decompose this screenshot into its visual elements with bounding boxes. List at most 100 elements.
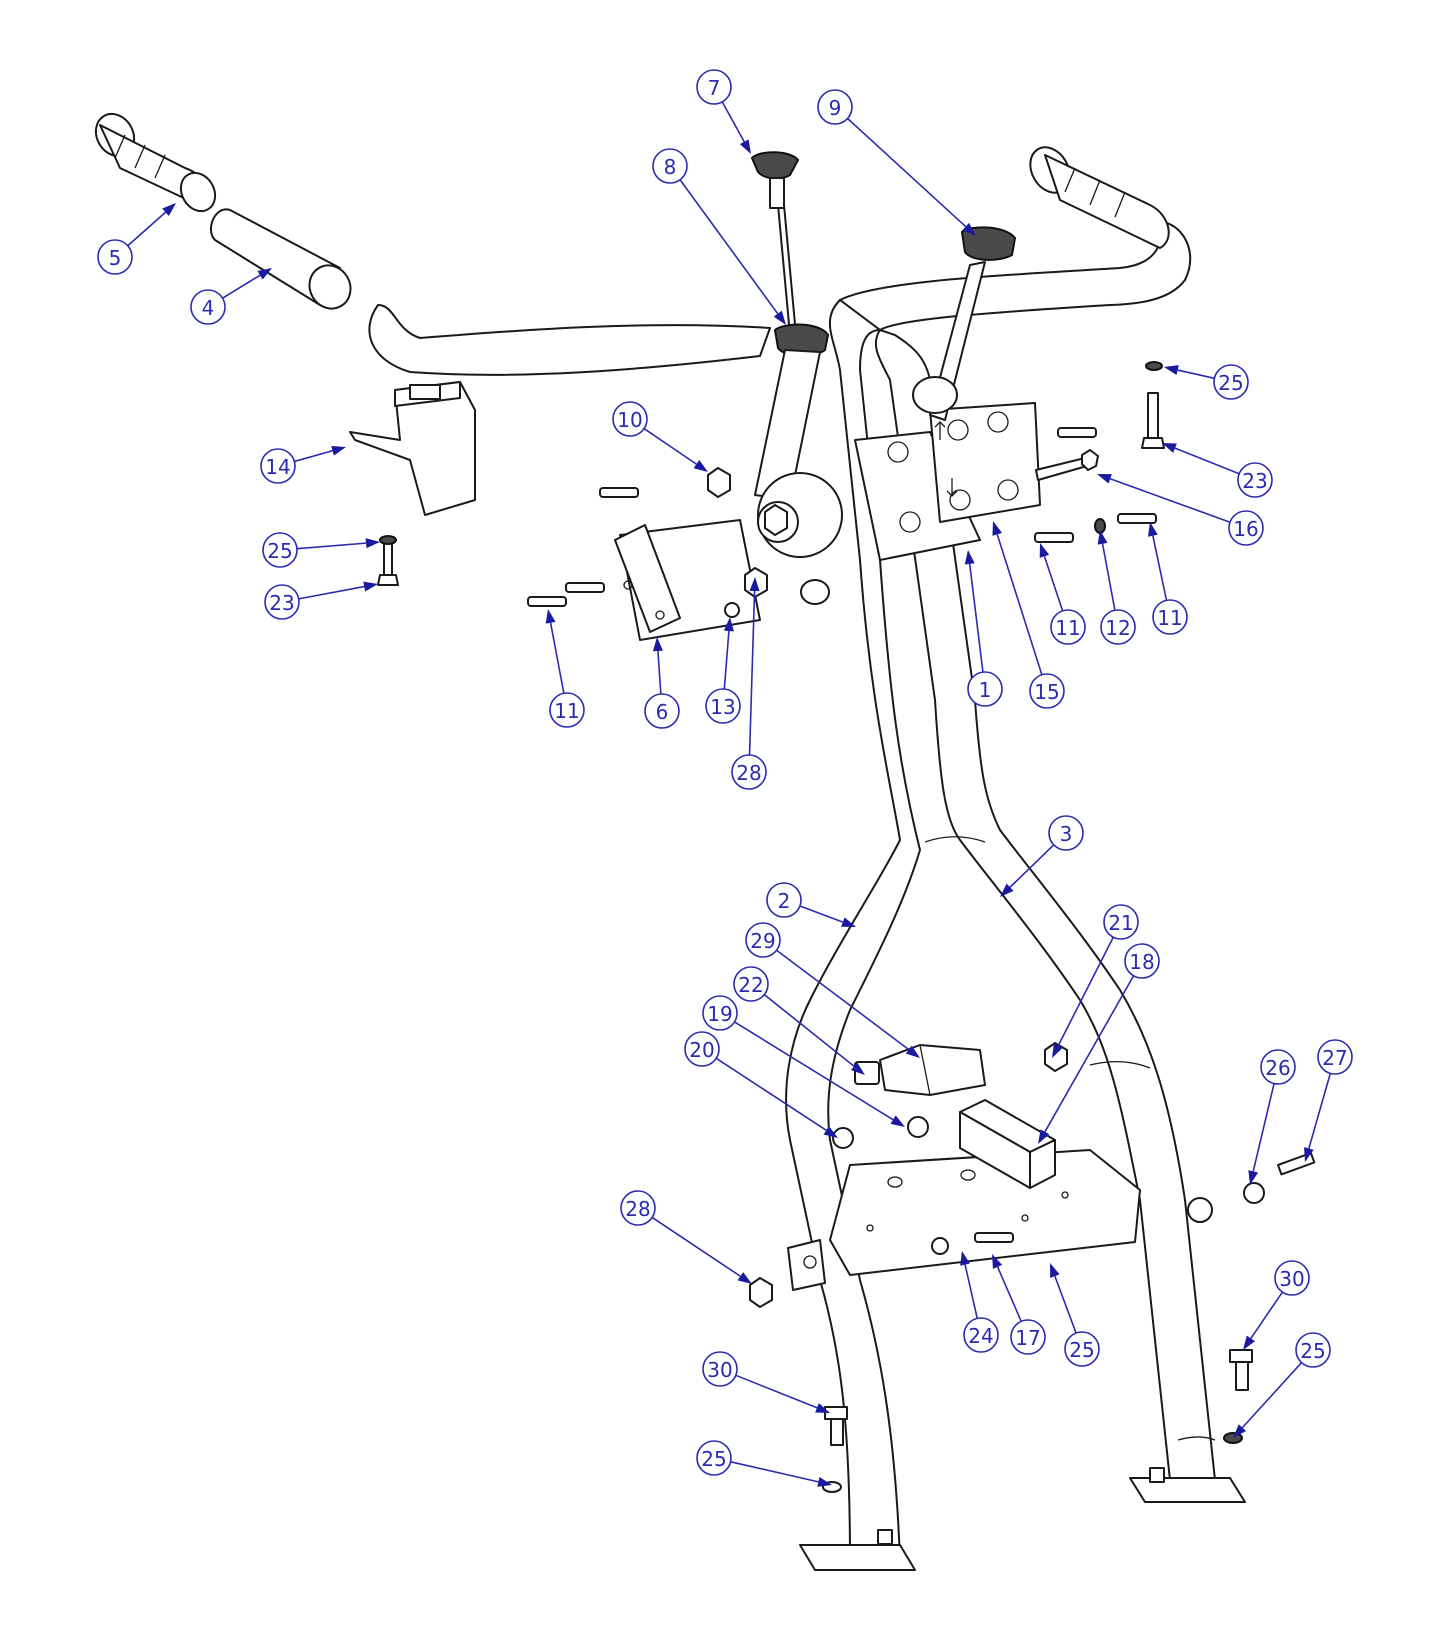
arrowhead [365, 538, 380, 549]
balloon-circle [1213, 364, 1249, 400]
throttle-lever [750, 151, 843, 605]
balloon-circle [1317, 1039, 1353, 1075]
balloon-label: 8 [664, 155, 677, 179]
balloon-callout: 29 [745, 922, 920, 1058]
balloon-circle [963, 1317, 999, 1353]
balloon-label: 3 [1060, 822, 1073, 846]
balloon-circle [702, 1351, 738, 1387]
balloon-callout: 1 [964, 550, 1003, 707]
leader-line [127, 211, 167, 247]
leader-line [1174, 447, 1240, 475]
leader-line [721, 101, 745, 143]
balloon-callout: 23 [264, 581, 378, 620]
arrowhead [962, 222, 976, 236]
balloon-label: 22 [738, 973, 763, 997]
balloon-circle [731, 754, 767, 790]
balloon-label: 23 [1242, 469, 1267, 493]
leader-line [734, 1021, 894, 1121]
balloon-circle [1064, 1331, 1100, 1367]
arrowhead [992, 1254, 1003, 1269]
balloon-callout: 3 [1000, 815, 1084, 897]
arrowhead [823, 1126, 838, 1138]
balloon-label: 25 [1218, 371, 1243, 395]
balloon-circle [549, 692, 585, 728]
arrowhead [739, 139, 751, 154]
leader-line [1057, 936, 1115, 1046]
balloon-circle [766, 882, 802, 918]
arrowhead [652, 637, 663, 652]
leader-line [996, 534, 1043, 676]
arrowhead [331, 445, 346, 456]
balloon-callout: 4 [190, 268, 272, 325]
balloon-label: 5 [109, 246, 122, 270]
balloon-label: 9 [829, 96, 842, 120]
balloon-label: 16 [1233, 517, 1258, 541]
balloon-callout: 28 [620, 1190, 752, 1284]
balloon-circle [817, 89, 853, 125]
balloon-circle [1228, 510, 1264, 546]
throttle-sleeve [210, 208, 352, 310]
arrowhead [257, 268, 272, 280]
arrowhead [960, 1251, 970, 1266]
arrowhead [1039, 543, 1050, 558]
balloon-label: 26 [1265, 1056, 1290, 1080]
balloon-label: 20 [689, 1038, 714, 1062]
balloon-callout: 26 [1248, 1049, 1296, 1185]
balloon-callout: 10 [612, 401, 708, 472]
arrowhead [693, 459, 708, 472]
balloon-circle [1152, 599, 1188, 635]
throttle-block [854, 1044, 986, 1096]
leader-line [1152, 535, 1168, 601]
balloon-circle [696, 1440, 732, 1476]
arrowhead [1097, 474, 1112, 484]
leader-line [776, 949, 910, 1051]
balloon-circle [1274, 1260, 1310, 1296]
leader-line [847, 117, 967, 228]
balloon-label: 30 [707, 1358, 732, 1382]
balloon-circle [260, 448, 296, 484]
leader-line [1101, 543, 1116, 611]
leader-line [748, 590, 756, 756]
arrowhead [1243, 1335, 1256, 1350]
leader-line [964, 1264, 979, 1319]
arrowhead [1164, 365, 1179, 375]
cable-bracket [614, 519, 768, 641]
leader-line [1250, 1291, 1284, 1339]
balloon-circle [1050, 609, 1086, 645]
balloon-callout: 11 [1039, 543, 1086, 645]
balloon-callout: 28 [731, 577, 767, 790]
leader-line [968, 563, 984, 673]
balloon-callout: 25 [1233, 1332, 1331, 1438]
balloon-callout: 13 [705, 617, 741, 724]
arrowhead [1147, 522, 1158, 537]
leader-line [549, 622, 565, 694]
leader-line [1177, 369, 1215, 380]
leader-line [1241, 1362, 1303, 1429]
arrowhead [817, 1477, 832, 1487]
balloon-label: 21 [1108, 911, 1133, 935]
balloon-circle [97, 239, 133, 275]
leader-line [298, 585, 365, 600]
arrowhead [850, 1062, 865, 1075]
balloon-callout: 25 [262, 532, 380, 568]
balloon-label: 11 [1157, 606, 1182, 630]
balloon-callout: 30 [1243, 1260, 1310, 1350]
lever-bracket [854, 431, 981, 561]
arrowhead [992, 521, 1003, 536]
balloon-callout: 6 [644, 637, 680, 729]
arrowhead [363, 581, 378, 592]
arrowhead [1162, 443, 1177, 453]
arrowhead [737, 1272, 752, 1284]
right-foot-plate [1129, 1467, 1246, 1503]
balloon-label: 18 [1129, 950, 1154, 974]
balloon-label: 13 [710, 695, 735, 719]
balloon-callout: 7 [696, 69, 751, 154]
balloon-label: 4 [202, 296, 215, 320]
stop-bar [959, 1099, 1056, 1189]
leader-line [1043, 556, 1064, 612]
leader-line [763, 993, 855, 1067]
balloon-circle [612, 401, 648, 437]
mount-plate [829, 1149, 1141, 1276]
leader-line [1054, 1275, 1077, 1334]
